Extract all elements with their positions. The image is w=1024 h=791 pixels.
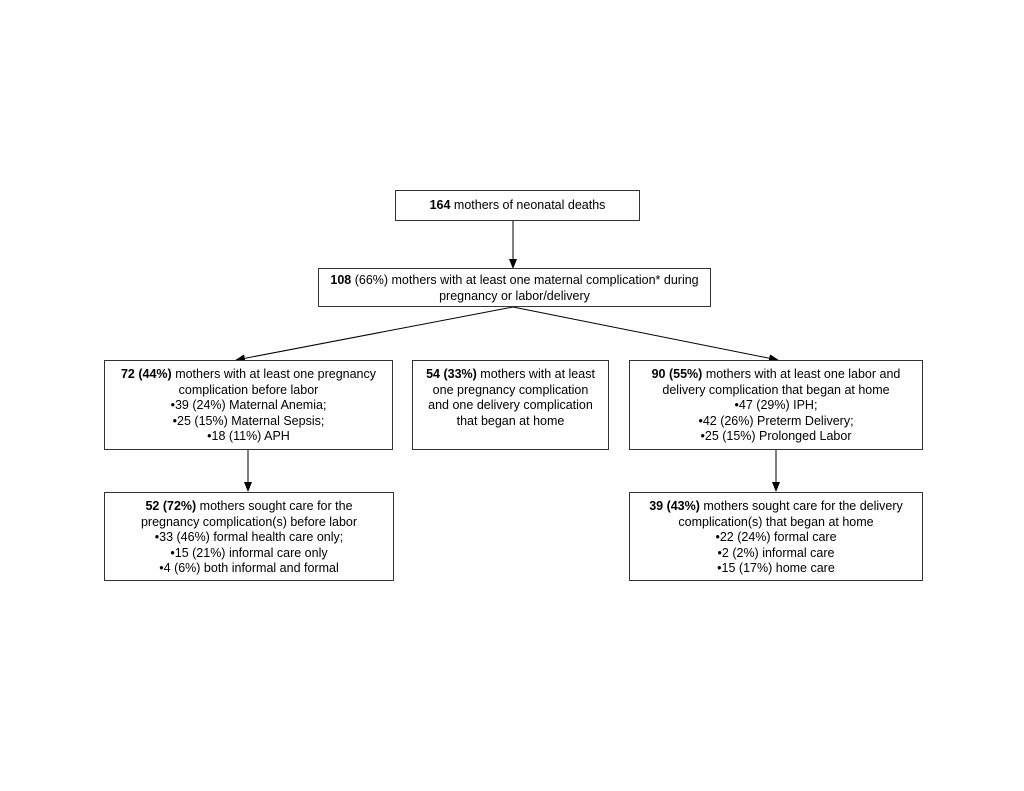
node-line: complication(s) that began at home <box>636 515 916 531</box>
node-line: complication before labor <box>111 383 386 399</box>
node-line-text: •25 (15%) Prolonged Labor <box>700 429 852 443</box>
node-line: •33 (46%) formal health care only; <box>111 530 387 546</box>
node-line-text: mothers with at least <box>476 367 595 381</box>
node-line: •22 (24%) formal care <box>636 530 916 546</box>
node-line-text: mothers of neonatal deaths <box>450 198 606 212</box>
node-line: pregnancy or labor/delivery <box>325 289 704 305</box>
node-line-text: •2 (2%) informal care <box>717 545 835 560</box>
arrow-level1-to-left <box>235 306 514 363</box>
node-line-text: mothers with at least one pregnancy <box>171 367 376 381</box>
node-level1: 108 (66%) mothers with at least one mate… <box>318 268 711 307</box>
node-line: •25 (15%) Prolonged Labor <box>636 429 916 445</box>
node-line: •15 (21%) informal care only <box>111 546 387 562</box>
node-line-text: •47 (29%) IPH; <box>734 398 818 412</box>
node-line-text: delivery complication that began at home <box>662 382 890 397</box>
node-line-text: mothers sought care for the <box>196 499 353 513</box>
node-line-count: 52 (72%) <box>145 499 197 513</box>
node-line-text: pregnancy or labor/delivery <box>439 288 590 303</box>
node-line-text: •22 (24%) formal care <box>715 530 837 544</box>
node-line: and one delivery complication <box>419 398 602 414</box>
node-line: 72 (44%) mothers with at least one pregn… <box>111 367 386 383</box>
node-line-text: mothers with at least one labor and <box>702 367 901 381</box>
node-line-text: •42 (26%) Preterm Delivery; <box>698 413 854 428</box>
node-line-text: one pregnancy complication <box>432 382 589 397</box>
node-line-text: that began at home <box>456 413 565 428</box>
node-delivery-care-sought: 39 (43%) mothers sought care for the del… <box>629 492 923 581</box>
node-line: 54 (33%) mothers with at least <box>419 367 602 383</box>
node-root: 164 mothers of neonatal deaths <box>395 190 640 221</box>
node-line: •15 (17%) home care <box>636 561 916 577</box>
node-line: •4 (6%) both informal and formal <box>111 561 387 577</box>
node-line: one pregnancy complication <box>419 383 602 399</box>
node-line-text: •39 (24%) Maternal Anemia; <box>170 398 327 412</box>
node-line-text: •15 (21%) informal care only <box>170 545 328 560</box>
node-line-text: pregnancy complication(s) before labor <box>140 514 358 529</box>
node-line-count: 39 (43%) <box>649 499 700 513</box>
node-line: delivery complication that began at home <box>636 383 916 399</box>
node-line-text: (66%) mothers with at least one maternal… <box>351 273 699 287</box>
node-line: 39 (43%) mothers sought care for the del… <box>636 499 916 515</box>
node-line: •47 (29%) IPH; <box>636 398 916 414</box>
node-line-text: •18 (11%) APH <box>207 429 290 443</box>
node-line-text: •33 (46%) formal health care only; <box>154 530 344 544</box>
node-line-count: 72 (44%) <box>120 367 172 381</box>
node-line: •25 (15%) Maternal Sepsis; <box>111 414 386 430</box>
node-line: •42 (26%) Preterm Delivery; <box>636 414 916 430</box>
node-line-text: complication(s) that began at home <box>678 514 874 529</box>
node-line: pregnancy complication(s) before labor <box>111 515 387 531</box>
node-pregnancy-complication: 72 (44%) mothers with at least one pregn… <box>104 360 393 450</box>
node-line: 108 (66%) mothers with at least one mate… <box>325 273 704 289</box>
node-line-text: •4 (6%) both informal and formal <box>159 561 339 575</box>
node-line: 164 mothers of neonatal deaths <box>402 198 633 214</box>
node-line: 52 (72%) mothers sought care for the <box>111 499 387 515</box>
node-line-count: 108 <box>330 273 352 287</box>
node-line: 90 (55%) mothers with at least one labor… <box>636 367 916 383</box>
node-line-count: 90 (55%) <box>651 367 703 381</box>
node-delivery-complication: 90 (55%) mothers with at least one labor… <box>629 360 923 450</box>
node-line-text: mothers sought care for the delivery <box>699 499 903 513</box>
arrow-level1-to-right <box>512 306 779 363</box>
node-line-text: •25 (15%) Maternal Sepsis; <box>172 413 325 428</box>
node-line-text: •15 (17%) home care <box>717 561 835 575</box>
node-line-text: and one delivery complication <box>428 398 593 412</box>
node-line-count: 54 (33%) <box>426 367 477 381</box>
node-line: •2 (2%) informal care <box>636 546 916 562</box>
node-line-text: complication before labor <box>178 382 319 397</box>
node-line-count: 164 <box>429 198 451 212</box>
node-line: that began at home <box>419 414 602 430</box>
node-line: •39 (24%) Maternal Anemia; <box>111 398 386 414</box>
node-line: •18 (11%) APH <box>111 429 386 445</box>
